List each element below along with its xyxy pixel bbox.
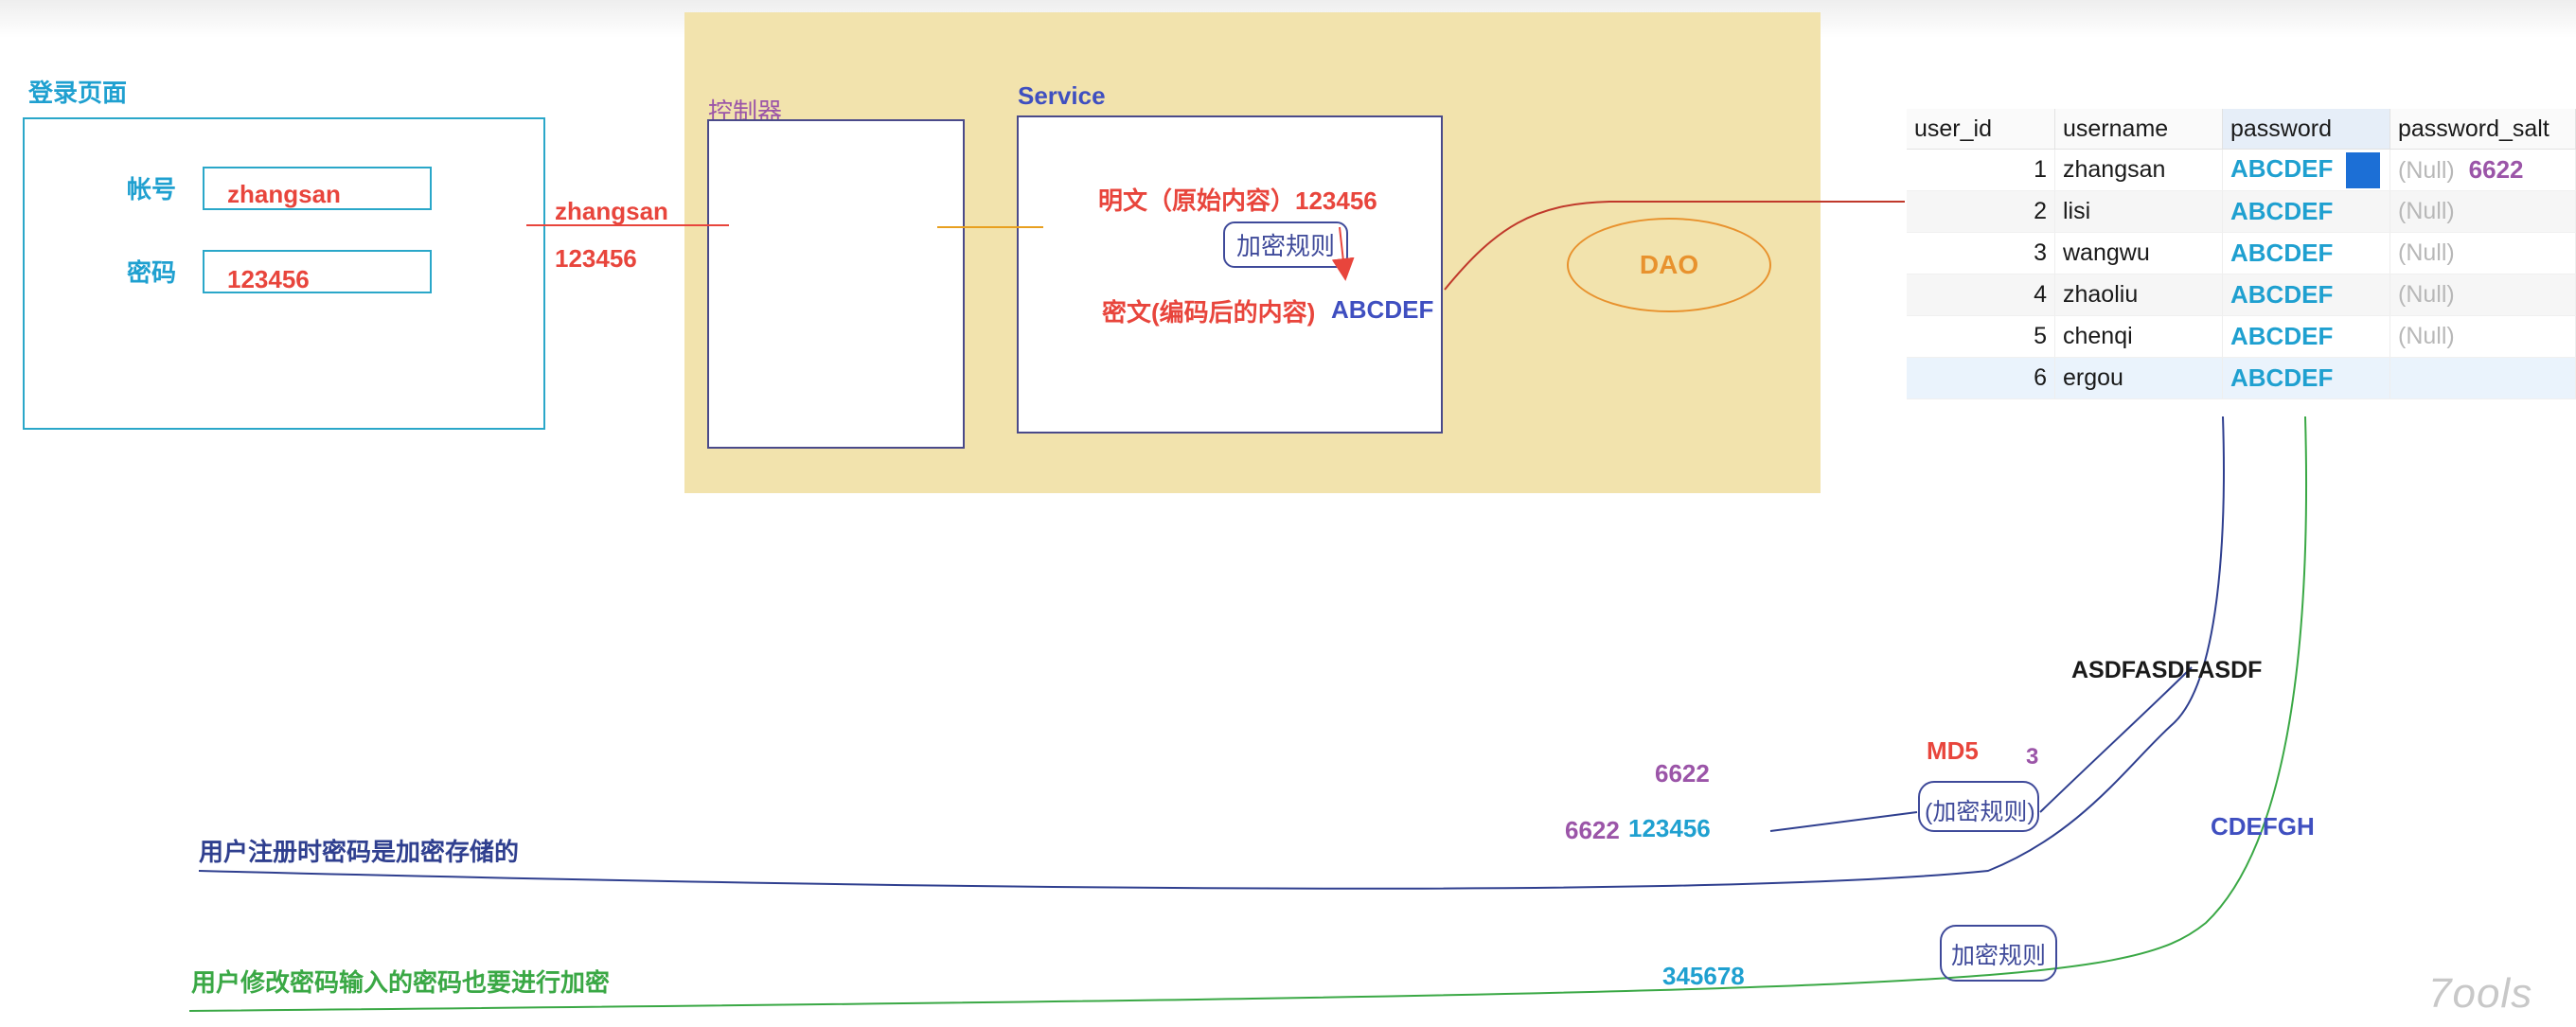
cdefgh-label: CDEFGH xyxy=(2211,812,2315,841)
login-page-title: 登录页面 xyxy=(28,79,128,107)
service-box: 明文（原始内容）123456 加密规则 密文(编码后的内容) ABCDEF xyxy=(1017,115,1443,434)
cell-user-id: 6 xyxy=(1907,357,2055,399)
modify-caption: 用户修改密码输入的密码也要进行加密 xyxy=(191,968,611,997)
user-table: user_id username password password_salt … xyxy=(1907,109,2576,399)
transfer-username: zhangsan xyxy=(555,197,668,225)
rule1-pill-border xyxy=(1918,781,2039,832)
register-caption: 用户注册时密码是加密存储的 xyxy=(199,838,520,866)
column-header[interactable]: password_salt xyxy=(2389,109,2576,150)
service-label: Service xyxy=(1018,81,1106,110)
cell-password[interactable]: ABCDEF xyxy=(2222,315,2390,358)
table-row[interactable]: 6 ergou ABCDEF xyxy=(1907,357,2576,399)
rule-to-hash-line xyxy=(2039,666,2193,813)
table-row[interactable]: 5 chenqi ABCDEF (Null) xyxy=(1907,315,2576,358)
salt-label: 6622 xyxy=(1655,759,1710,788)
cell-salt xyxy=(2389,357,2576,399)
cell-password[interactable]: ABCDEF xyxy=(2222,149,2390,191)
three-label: 3 xyxy=(2026,744,2039,770)
md5-label: MD5 xyxy=(1927,736,1979,765)
rule2-pill: 加密规则 xyxy=(1951,943,2047,969)
transfer-password: 123456 xyxy=(555,244,637,273)
plaintext-text: 明文（原始内容）123456 xyxy=(1098,186,1377,215)
cell-username: lisi xyxy=(2054,190,2223,233)
cell-password[interactable]: ABCDEF xyxy=(2222,232,2390,274)
password-value: 123456 xyxy=(227,265,310,293)
account-field[interactable]: zhangsan xyxy=(203,167,432,210)
cell-password[interactable]: ABCDEF xyxy=(2222,190,2390,233)
table-row[interactable]: 4 zhaoliu ABCDEF (Null) xyxy=(1907,274,2576,316)
password-field[interactable]: 123456 xyxy=(203,250,432,293)
cell-salt: (Null) 6622 xyxy=(2389,149,2576,191)
ciphertext-label: 密文(编码后的内容) xyxy=(1102,298,1316,327)
password-label: 密码 xyxy=(127,258,177,287)
cell-user-id: 2 xyxy=(1907,190,2055,233)
table-row[interactable]: 2 lisi ABCDEF (Null) xyxy=(1907,190,2576,233)
cell-username: zhaoliu xyxy=(2054,274,2223,316)
cell-salt-value: (Null) xyxy=(2398,157,2455,184)
cell-salt: (Null) xyxy=(2389,190,2576,233)
salted-input-salt: 6622 xyxy=(1565,816,1620,844)
cell-user-id: 5 xyxy=(1907,315,2055,358)
cell-username: chenqi xyxy=(2054,315,2223,358)
cell-user-id: 4 xyxy=(1907,274,2055,316)
cell-user-id: 1 xyxy=(1907,149,2055,191)
account-value: zhangsan xyxy=(227,180,341,208)
table-row[interactable]: 1 zhangsan ABCDEF (Null) 6622 xyxy=(1907,149,2576,191)
table-header-row: user_id username password password_salt xyxy=(1907,109,2576,150)
cell-cursor xyxy=(2346,151,2381,188)
ciphertext-value: ABCDEF xyxy=(1331,295,1434,324)
watermark-logo: 7ools xyxy=(2428,970,2533,1017)
encrypt-arrow xyxy=(1331,226,1355,281)
cell-salt: (Null) xyxy=(2389,274,2576,316)
cell-salt: (Null) xyxy=(2389,315,2576,358)
account-label: 帐号 xyxy=(127,175,177,204)
column-header[interactable]: username xyxy=(2054,109,2223,150)
dao-ellipse: DAO xyxy=(1567,218,1771,312)
cell-username: wangwu xyxy=(2054,232,2223,274)
controller-box xyxy=(707,119,965,449)
new-password-label: 345678 xyxy=(1662,962,1745,990)
column-header[interactable]: user_id xyxy=(1907,109,2055,150)
encrypt-rule-pill: 加密规则 xyxy=(1223,221,1349,268)
register-flow-line xyxy=(198,416,2225,890)
service-to-db-curve xyxy=(1444,201,1905,291)
column-header[interactable]: password xyxy=(2222,109,2390,150)
rule1-pill: (加密规则) xyxy=(1925,799,2035,825)
rule2-pill-border xyxy=(1940,925,2057,982)
cell-username: zhangsan xyxy=(2054,149,2223,191)
dao-label: DAO xyxy=(1639,250,1699,279)
cell-password-value: ABCDEF xyxy=(2230,153,2334,183)
cell-user-id: 3 xyxy=(1907,232,2055,274)
cell-username: ergou xyxy=(2054,357,2223,399)
cell-salt: (Null) xyxy=(2389,232,2576,274)
modify-flow-line xyxy=(188,416,2308,1012)
salt-note: 6622 xyxy=(2468,155,2524,184)
cell-password[interactable]: ABCDEF xyxy=(2222,274,2390,316)
salted-input-password: 123456 xyxy=(1628,814,1711,842)
hash-example-text: ASDFASDFASDF xyxy=(2071,657,2263,683)
table-row[interactable]: 3 wangwu ABCDEF (Null) xyxy=(1907,232,2576,274)
login-panel: 帐号 zhangsan 密码 123456 xyxy=(23,117,545,430)
cell-password[interactable]: ABCDEF xyxy=(2222,357,2390,399)
salted-to-rule-line xyxy=(1769,811,1918,832)
